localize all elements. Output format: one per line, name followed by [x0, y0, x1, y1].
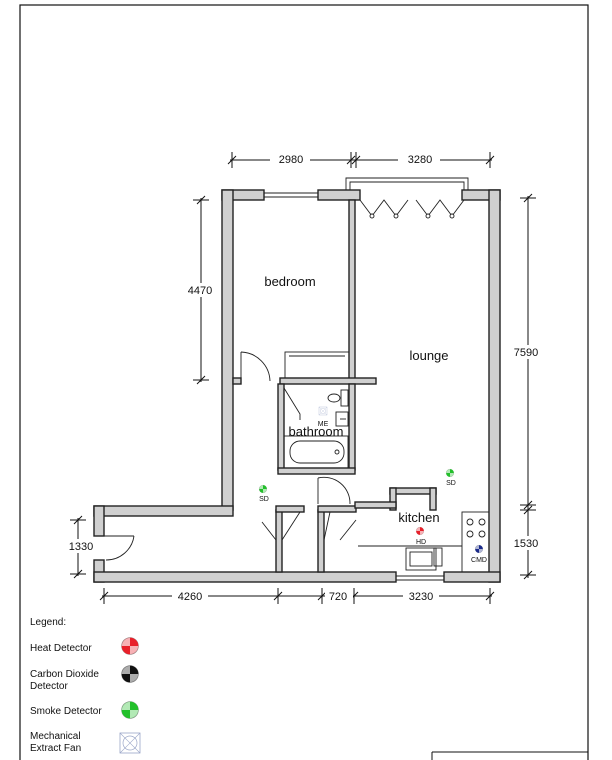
walls: [93, 177, 501, 583]
room-label-kitchen: kitchen: [398, 510, 439, 525]
heat-detector-icon: [120, 636, 139, 656]
dim-bottom-mid: 720: [329, 591, 347, 603]
dim-top-right: 3280: [408, 154, 432, 166]
kitchen-fixtures: [358, 511, 490, 581]
smoke-detector-icon: [120, 700, 139, 720]
tag-sd-lounge: SD: [446, 480, 456, 487]
legend-label-extract-fan-line1: Mechanical: [30, 731, 81, 742]
dim-left-lower: 1330: [69, 541, 93, 553]
carbon-dioxide-detector-icon: [474, 544, 484, 554]
extract-fan-icon: [318, 406, 328, 416]
dim-bottom-left: 4260: [178, 591, 202, 603]
doors: [104, 351, 357, 561]
smoke-detector-icon: [258, 484, 268, 494]
tag-hd: HD: [416, 539, 426, 546]
room-label-lounge: lounge: [409, 348, 448, 363]
tag-me: ME: [318, 421, 329, 428]
dim-bottom-right: 3230: [409, 591, 433, 603]
room-label-bathroom: bathroom: [289, 424, 344, 439]
legend-label-carbon-dioxide-line2: Detector: [30, 681, 68, 692]
dim-left-upper: 4470: [188, 285, 212, 297]
smoke-detector-icon: [445, 468, 455, 478]
tag-cmd: CMD: [471, 557, 487, 564]
dim-right-lower: 1530: [514, 538, 538, 550]
legend-label-heat-detector: Heat Detector: [30, 643, 92, 654]
legend-title: Legend:: [30, 617, 66, 628]
room-label-bedroom: bedroom: [264, 274, 315, 289]
legend: Legend: Heat Detector Carbon Dioxide Det…: [30, 617, 141, 754]
legend-label-extract-fan-line2: Extract Fan: [30, 743, 81, 754]
tag-sd-hall: SD: [259, 496, 269, 503]
extract-fan-icon: [119, 732, 141, 754]
bay-window: [359, 199, 465, 219]
legend-label-smoke-detector: Smoke Detector: [30, 706, 102, 717]
legend-label-carbon-dioxide-line1: Carbon Dioxide: [30, 669, 99, 680]
bathroom-fixtures: [283, 389, 349, 469]
sheet-border: [19, 4, 589, 760]
dim-top-left: 2980: [279, 154, 303, 166]
dim-right-main: 7590: [514, 347, 538, 359]
wardrobe: [284, 351, 350, 379]
heat-detector-icon: [415, 526, 425, 536]
carbon-dioxide-detector-icon: [120, 664, 139, 684]
